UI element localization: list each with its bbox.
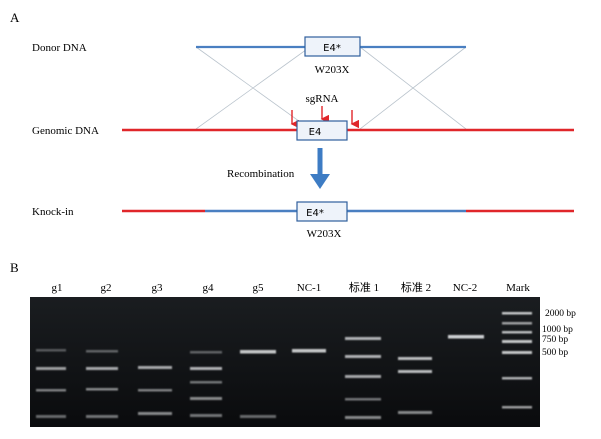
lane-label-nc2: NC-2 [453,282,477,294]
lane-label-g1: g1 [52,282,63,294]
donor-e4-label: E4* [323,43,341,54]
lane-labels: g1 g2 g3 g4 g5 NC-1 标准 1 标准 2 NC-2 Mark [52,280,531,294]
knockin-e4-label: E4* [306,208,324,219]
knockin-mutation-label: W203X [307,228,342,240]
gel-background [30,297,540,427]
gel-band [86,388,118,391]
gel-band [138,389,172,392]
panel-b-label: B [10,260,19,275]
donor-e4-box [304,36,361,57]
gel-band [86,367,118,370]
ladder-label-1000: 1000 bp [542,325,573,335]
gel-band [36,367,66,370]
donor-dna-label: Donor DNA [32,42,87,54]
gel-band [345,337,381,340]
gel-band [36,349,66,352]
gel-band [138,366,172,369]
ladder-label-750: 750 bp [542,335,568,345]
gel-band [138,412,172,415]
genomic-e4-label: E4 [309,127,322,138]
ladder-label-2000: 2000 bp [545,309,576,319]
gel-band [86,350,118,353]
ladder-labels: 2000 bp 1000 bp 750 bp 500 bp [542,309,576,358]
gel-band [502,331,532,334]
gel-band [240,350,276,354]
gel-band [345,375,381,378]
gel-band [36,389,66,392]
gel-band [448,335,484,339]
gel-band [240,415,276,418]
genomic-dna-label: Genomic DNA [32,125,99,137]
gel-band [398,411,432,414]
lane-label-g4: g4 [203,282,215,294]
lane-label-nc1: NC-1 [297,282,321,294]
lane-label-g3: g3 [152,282,164,294]
gel-bands [36,312,532,419]
gel-band [502,340,532,343]
gel-band [86,415,118,418]
genomic-e4-box [296,120,348,141]
ladder-label-500: 500 bp [542,348,568,358]
gel-band [345,355,381,358]
recombination-arrow-head [310,174,330,189]
gel-band [502,351,532,354]
crossover-lines [195,46,467,130]
panel-a-label: A [10,10,20,25]
lane-label-mark: Mark [506,282,530,294]
gel-band [292,349,326,353]
recombination-label: Recombination [227,168,295,180]
gel-band [502,312,532,315]
gel-band [398,357,432,360]
gel-image [30,297,540,427]
knockin-e4-box [296,201,348,222]
gel-band [190,367,222,370]
lane-label-g2: g2 [101,282,112,294]
gel-band [190,351,222,354]
gel-band [502,322,532,325]
gel-band [36,415,66,418]
lane-label-std2: 标准 2 [401,280,431,294]
gel-band [502,377,532,380]
sgrna-label: sgRNA [305,93,338,105]
gel-band [345,398,381,401]
gel-band [190,414,222,417]
lane-label-std1: 标准 1 [349,280,379,294]
lane-label-g5: g5 [253,282,265,294]
sgrna-cut-arrows [290,106,359,129]
donor-mutation-label: W203X [315,64,350,76]
gel-band [502,406,532,409]
gel-band [345,416,381,419]
gel-band [190,397,222,400]
gel-band [190,381,222,384]
knock-in-label: Knock-in [32,206,74,218]
gel-band [398,370,432,373]
